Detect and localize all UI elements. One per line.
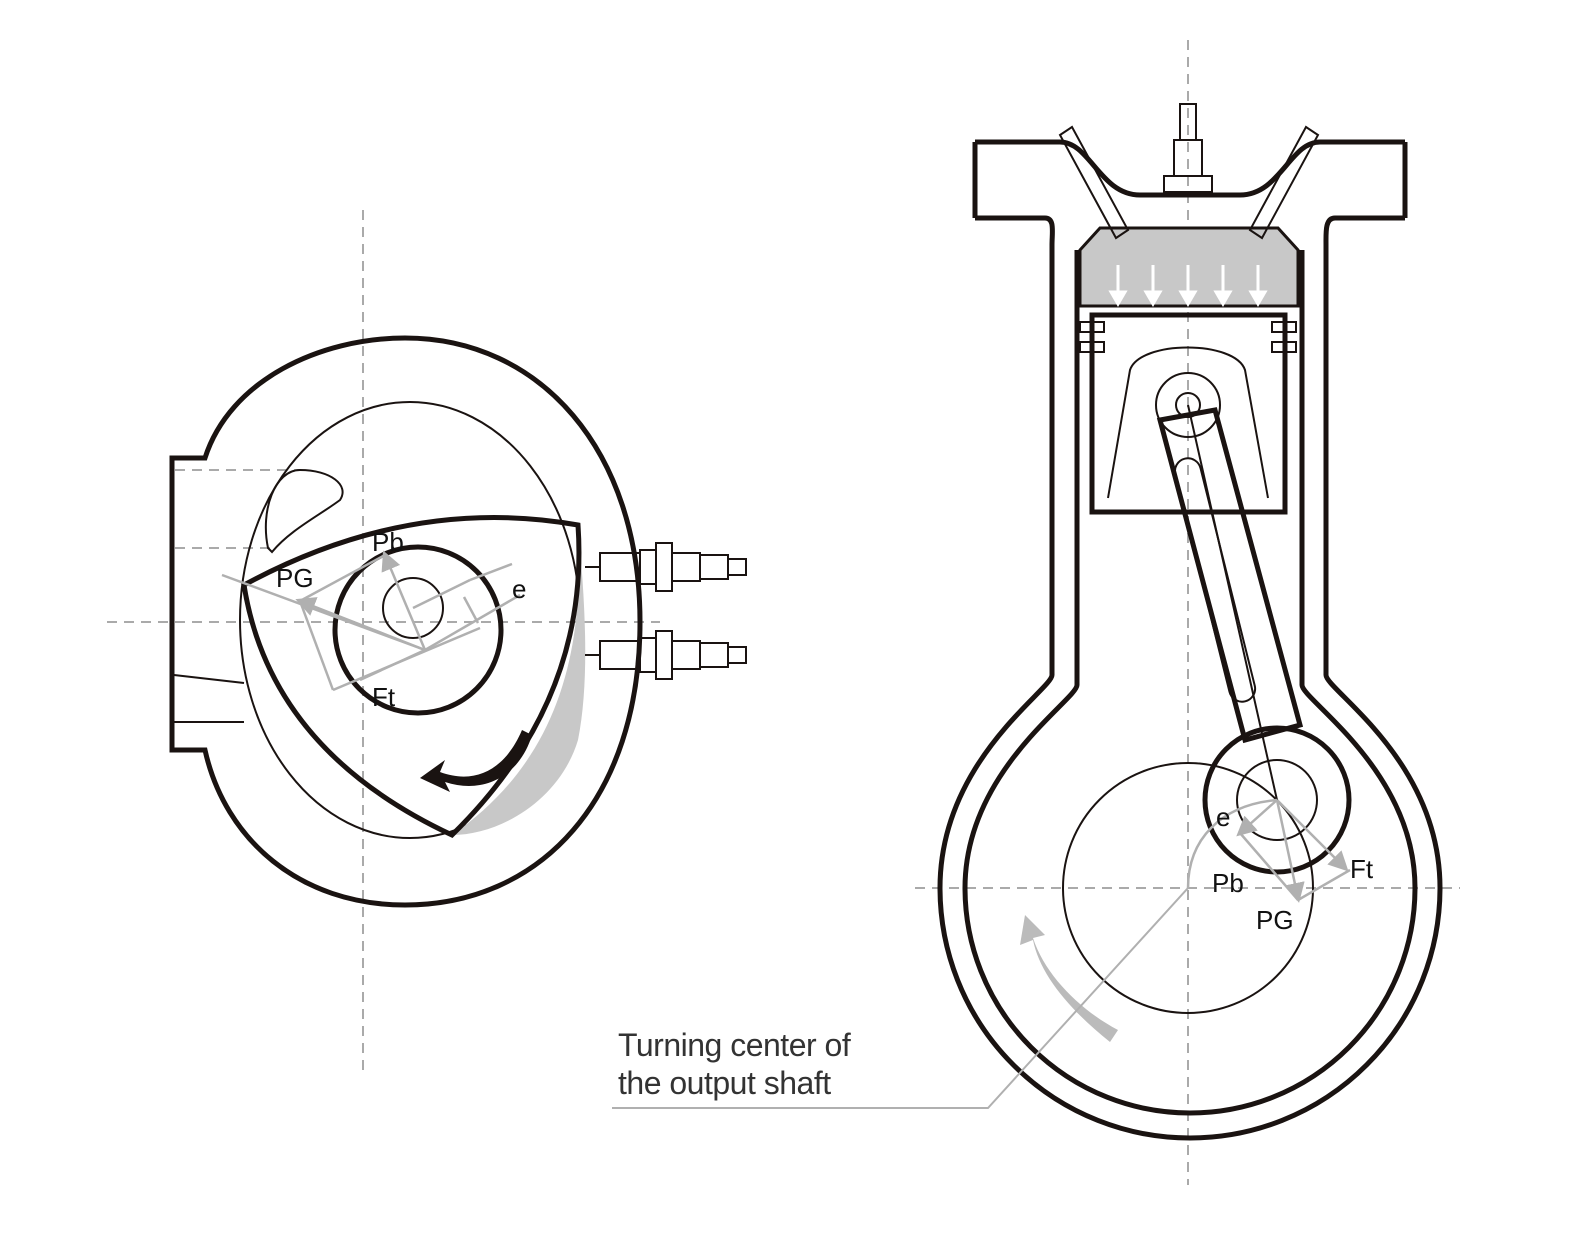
- label-e: e: [512, 574, 526, 604]
- label-pb: Pb: [1212, 868, 1244, 898]
- pressure-arrows: [1108, 265, 1268, 307]
- callout-leader-line: [612, 887, 1189, 1109]
- callout-output-shaft-center: Turning center of the output shaft: [612, 887, 1189, 1109]
- rotor: [241, 515, 582, 838]
- cylinder-inner-wall: [962, 250, 1418, 1116]
- spark-plug: [1163, 103, 1213, 193]
- small-end: [1155, 372, 1221, 438]
- engine-block-outer: [937, 245, 1443, 1141]
- callout-text-line2: the output shaft: [618, 1065, 831, 1101]
- port-upper-wall: [975, 139, 1405, 198]
- force-vectors: [221, 550, 521, 692]
- label-pg: PG: [1256, 905, 1294, 935]
- intake-valve: [1058, 125, 1130, 240]
- rotation-arrow-icon: [420, 730, 532, 792]
- rotation-arrow-icon: [1020, 915, 1118, 1042]
- label-ft: Ft: [1350, 854, 1374, 884]
- crank-web: [1062, 762, 1314, 1014]
- intake-port: [264, 468, 344, 554]
- reciprocating-engine: e Pb Ft PG: [915, 40, 1460, 1185]
- label-pg: PG: [276, 563, 314, 593]
- rotor-gear: [332, 544, 504, 716]
- rotary-engine: Pb PG e Ft: [107, 210, 747, 1075]
- label-pb: Pb: [372, 527, 404, 557]
- label-e: e: [1216, 802, 1230, 832]
- combustion-pressure-area: [452, 525, 586, 835]
- output-shaft: [382, 577, 444, 639]
- piston: [1089, 312, 1288, 515]
- exhaust-valve: [1248, 125, 1320, 240]
- big-end: [1202, 725, 1352, 875]
- label-ft: Ft: [372, 682, 396, 712]
- spark-plug-leading: [585, 542, 747, 592]
- spark-plug-trailing: [585, 630, 747, 680]
- callout-text-line1: Turning center of: [618, 1027, 851, 1063]
- force-vectors: [1186, 798, 1351, 903]
